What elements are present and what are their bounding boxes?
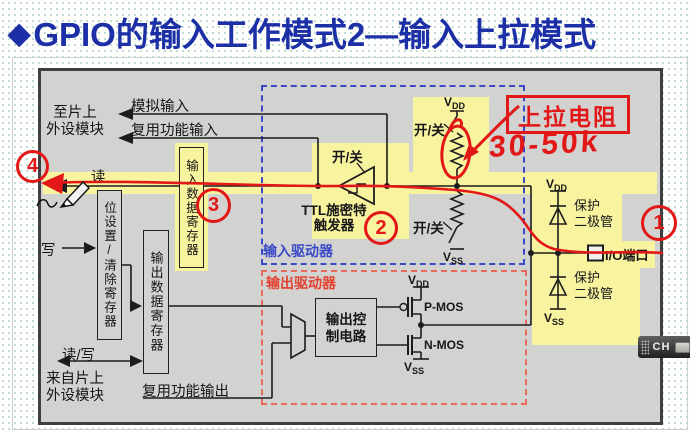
ime-language-indicator[interactable]: CH: [652, 341, 671, 353]
af-input-label: 复用功能输入: [131, 123, 218, 139]
af-output-label: 复用功能输出: [142, 384, 229, 400]
odr-mux-wire: [168, 305, 291, 328]
pullup-resistor-callout: 上拉电阻: [506, 95, 630, 134]
onoff-pullup-label: 开/关: [414, 123, 445, 138]
af-output-wire: [143, 342, 291, 399]
circled-number-2: 2: [364, 211, 398, 245]
ime-toolbar[interactable]: CH: [638, 336, 690, 358]
circled-number-4: 4: [16, 150, 49, 183]
bsrr-label: 位设置/清除寄存器: [102, 201, 116, 329]
read-write-label: 读/写: [62, 348, 96, 364]
output-driver-label: 输出驱动器: [266, 275, 336, 291]
write-label: 写: [41, 243, 56, 259]
analog-input-wire: [125, 113, 388, 184]
diamond-bullet-icon: ◆: [8, 18, 31, 50]
odr-label: 输出数据寄存器: [148, 251, 164, 353]
nmos-symbol: [407, 325, 429, 360]
output-driver-box: [261, 270, 527, 405]
bsrr-register-box: 位设置/清除寄存器: [97, 190, 122, 340]
onoff-trigger-label: 开/关: [332, 150, 363, 165]
circled-number-3: 3: [196, 188, 231, 223]
mux-symbol: [290, 312, 306, 360]
output-control-label-line1: 输出控: [325, 311, 367, 327]
input-driver-box: [261, 85, 525, 265]
schmitt-trigger-label: TTL施密特触发器: [301, 203, 367, 233]
pullup-callout-arrow: [463, 104, 520, 161]
odr-register-box: 输出数据寄存器: [143, 230, 169, 374]
output-control-box: 输出控 制电路: [315, 298, 377, 357]
page-title: ◆GPIO的输入工作模式2—输入上拉模式: [8, 8, 684, 56]
vdd-label-output: VDD: [408, 273, 430, 289]
pmos-label: P-MOS: [424, 300, 464, 314]
analog-input-label: 模拟输入: [131, 99, 189, 115]
protect-diode-top-label: 保护二极管: [574, 198, 614, 229]
keyboard-icon[interactable]: [675, 341, 690, 353]
vdd-label-pullup: VDD: [444, 95, 466, 111]
wire-arrowheads: [51, 108, 143, 367]
vss-label-pulldown: VSS: [443, 250, 464, 266]
output-control-label-line2: 制电路: [325, 328, 367, 344]
vss-label-protect: VSS: [544, 311, 565, 327]
to-peripherals-label: 至片上外设模块: [46, 105, 104, 138]
page-title-text: GPIO的输入工作模式2—输入上拉模式: [33, 16, 597, 53]
read-path-arrowhead: [41, 173, 64, 194]
pmos-symbol: [399, 286, 429, 325]
onoff-pulldown-label: 开/关: [413, 221, 444, 236]
vdd-label-protect: VDD: [546, 177, 568, 193]
pencil-cursor: [36, 180, 90, 208]
content-frame: [12, 57, 688, 430]
read-path-annotation: [44, 180, 664, 255]
ime-drag-handle[interactable]: [641, 339, 649, 355]
highlight-protect-bottom: [532, 268, 640, 345]
highlight-protect-top: [532, 175, 622, 241]
protect-diode-bottom-label: 保护二极管: [574, 270, 614, 301]
vss-label-output: VSS: [404, 360, 425, 376]
input-driver-label: 输入驱动器: [263, 243, 333, 259]
from-peripherals-label: 来自片上外设模块: [46, 371, 104, 404]
circled-number-1: 1: [641, 205, 677, 241]
pulldown-branch-symbol: [442, 190, 466, 250]
nmos-label: N-MOS: [424, 338, 464, 352]
resistance-value-annotation: 30-50k: [488, 125, 602, 164]
af-input-wire: [125, 137, 319, 184]
